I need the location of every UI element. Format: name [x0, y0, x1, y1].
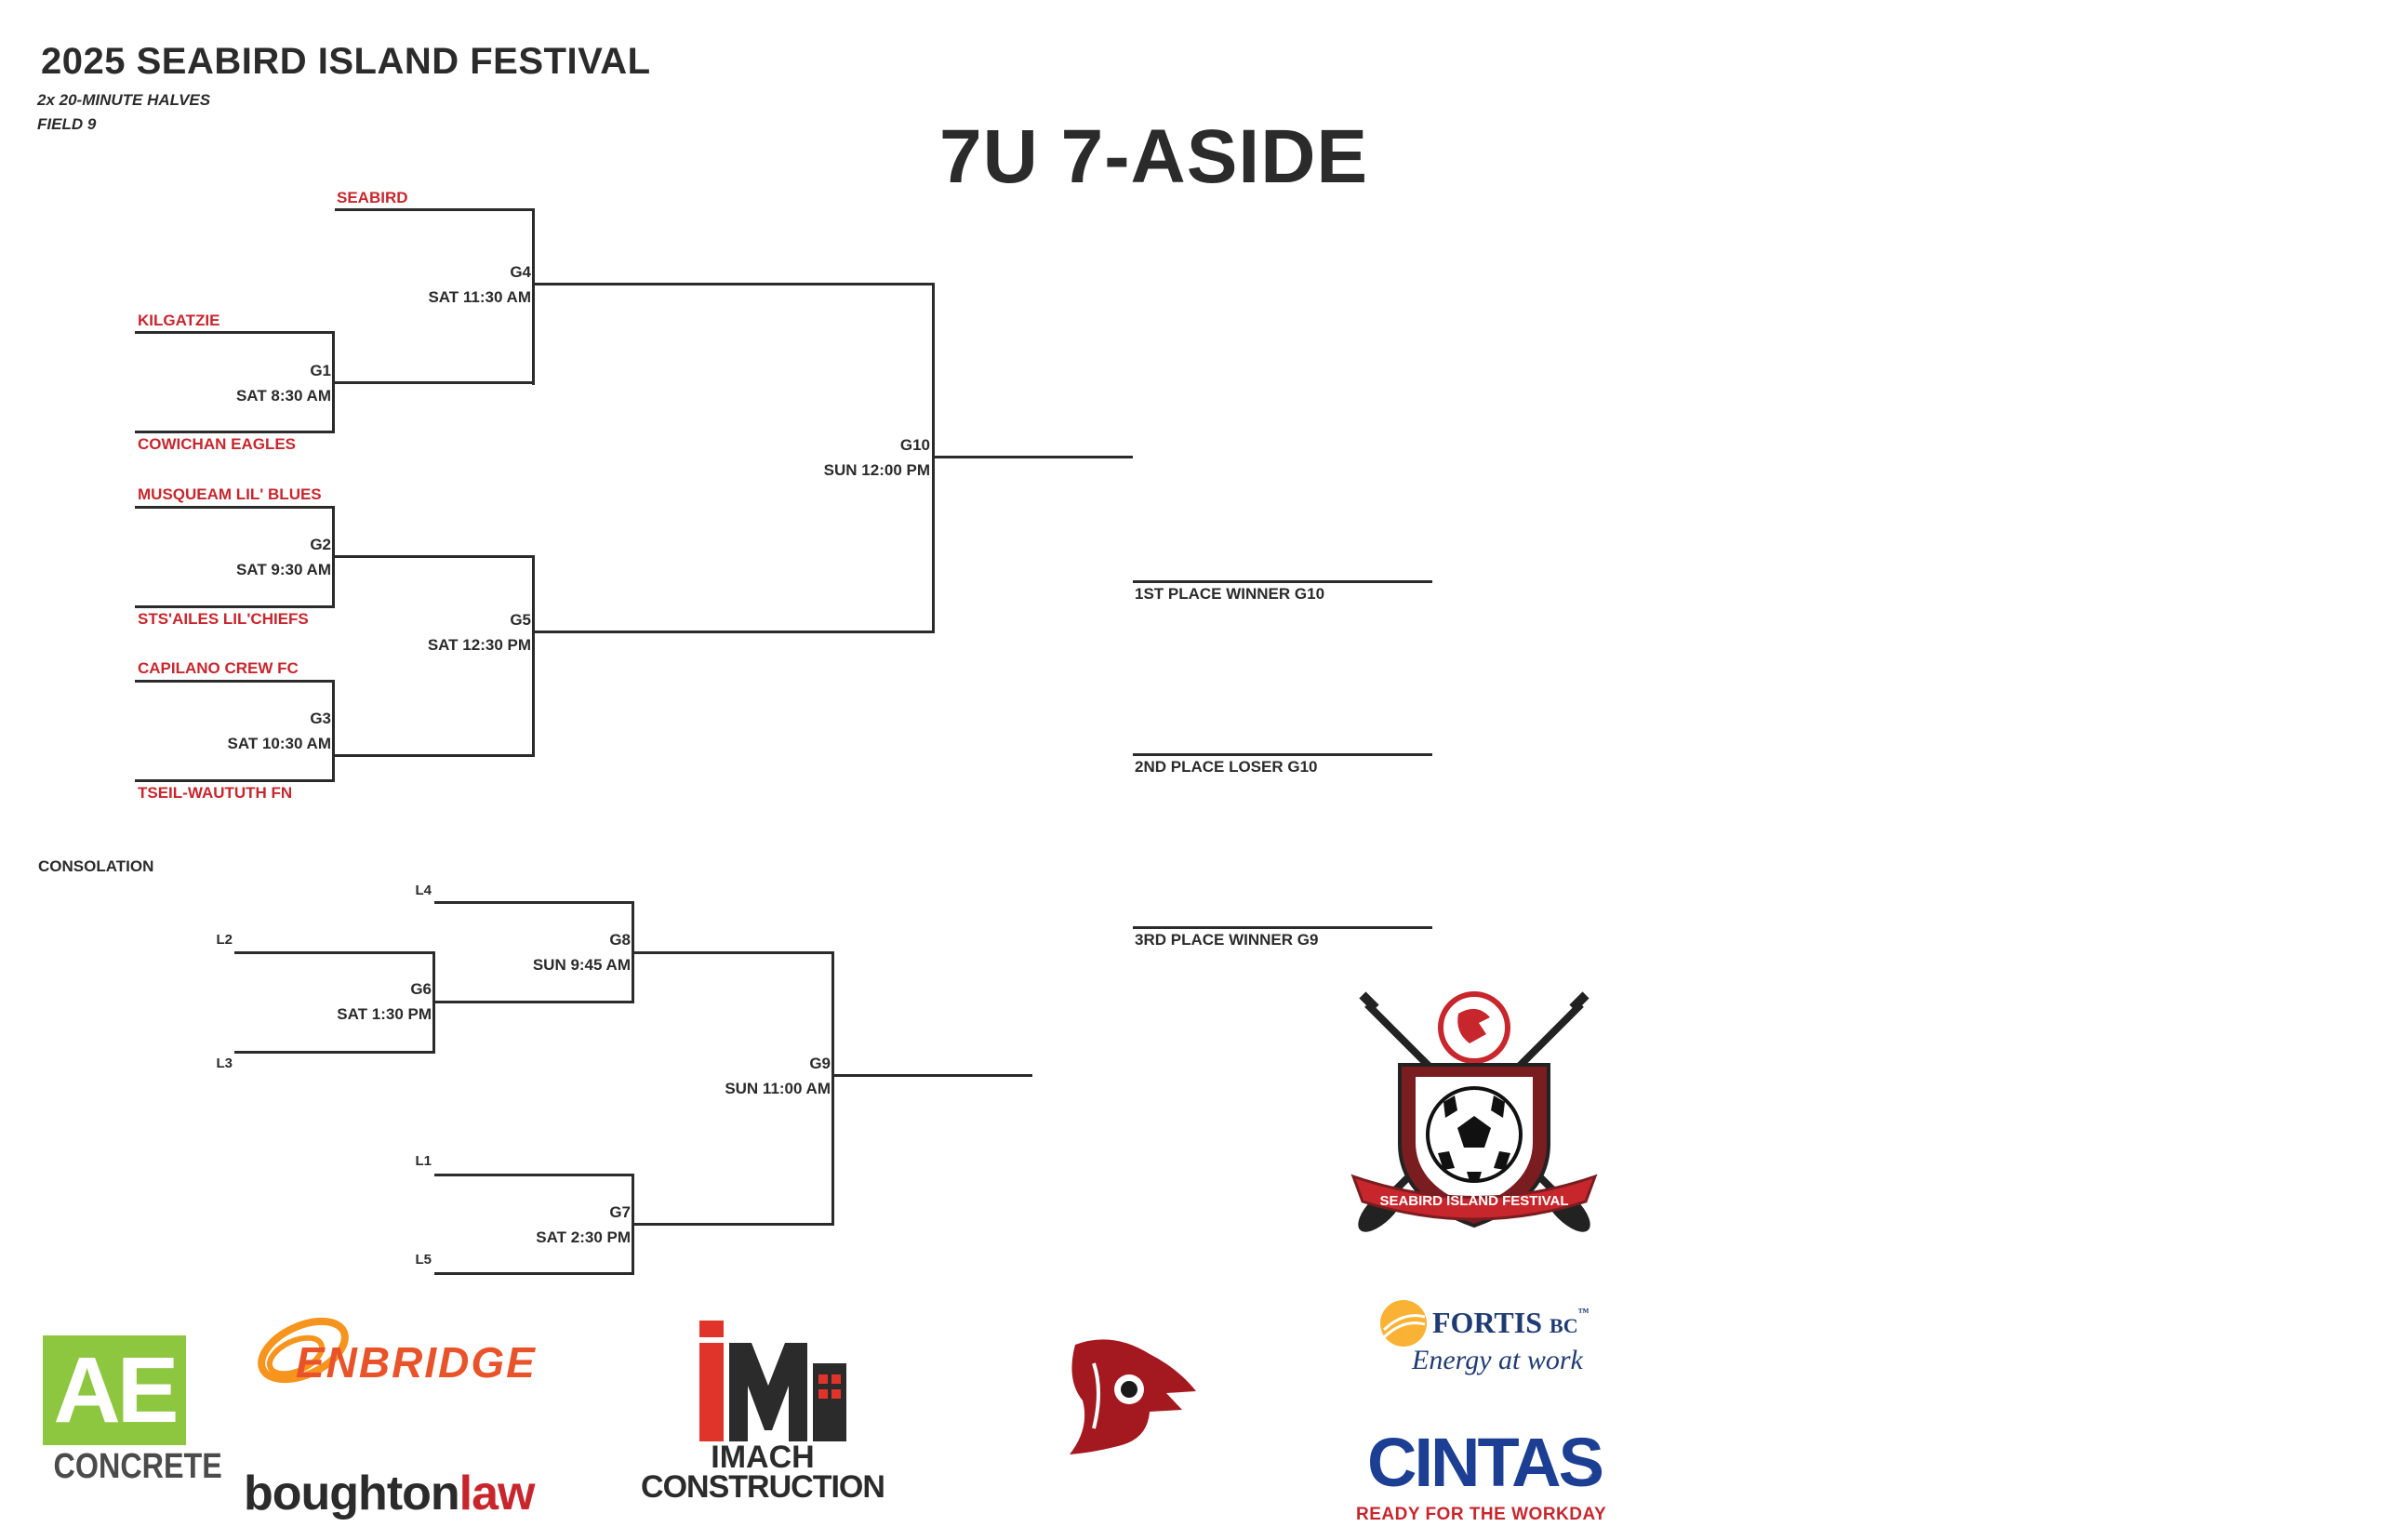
- team-kilgatzie: KILGATZIE: [138, 312, 220, 329]
- enbridge-logo: ENBRIDGE: [247, 1302, 554, 1404]
- slot-l4: L4: [415, 883, 432, 898]
- game-g3-id: G3: [310, 710, 331, 727]
- game-g6-time: SAT 1:30 PM: [337, 1005, 432, 1023]
- fortis-text: FORTIS: [1432, 1306, 1543, 1339]
- law-text: law: [459, 1467, 536, 1520]
- cintas-text: CINTAS: [1367, 1424, 1604, 1501]
- imach-mark-icon: [699, 1321, 846, 1441]
- enbridge-text: ENBRIDGE: [296, 1338, 537, 1387]
- cintas-reg: ®: [1589, 1471, 1600, 1487]
- slot-l3: L3: [216, 1055, 233, 1071]
- game-g7-id: G7: [609, 1203, 631, 1221]
- imach-text: IMACH: [711, 1440, 815, 1475]
- second-place-label: 2ND PLACE LOSER G10: [1135, 758, 1318, 776]
- slot-l1: L1: [415, 1153, 432, 1169]
- slot-l5: L5: [415, 1252, 432, 1268]
- boughton-law-logo: boughtonlaw: [244, 1466, 535, 1521]
- imach-construction-logo: IMACH CONSTRUCTION: [623, 1321, 902, 1507]
- team-stsailes: STS'AILES LIL'CHIEFS: [138, 610, 309, 628]
- fortis-bc-logo: FORTIS BC™ Energy at work: [1377, 1296, 1600, 1380]
- fortis-sun-icon: [1380, 1300, 1427, 1347]
- field-note: FIELD 9: [37, 115, 97, 133]
- team-cowichan-eagles: COWICHAN EAGLES: [138, 435, 296, 453]
- game-g2-time: SAT 9:30 AM: [235, 561, 331, 578]
- team-capilano: CAPILANO CREW FC: [138, 659, 299, 677]
- game-g2-id: G2: [310, 536, 331, 553]
- game-g8-id: G8: [609, 931, 631, 949]
- cintas-logo: CINTAS ® READY FOR THE WORKDAY: [1354, 1423, 1624, 1525]
- division-title: 7U 7-ASIDE: [939, 114, 1369, 199]
- team-seabird: SEABIRD: [337, 189, 408, 206]
- game-g9-id: G9: [809, 1055, 831, 1072]
- ae-mark: AE: [53, 1338, 180, 1442]
- team-tseil-waututh: TSEIL-WAUTUTH FN: [138, 784, 293, 802]
- game-g6-id: G6: [410, 980, 432, 998]
- festival-title: 2025 SEABIRD ISLAND FESTIVAL: [41, 41, 651, 82]
- team-musqueam: MUSQUEAM LIL' BLUES: [138, 485, 322, 503]
- third-place-label: 3RD PLACE WINNER G9: [1135, 931, 1319, 949]
- game-g4-time: SAT 11:30 AM: [428, 288, 531, 306]
- halves-note: 2x 20-MINUTE HALVES: [37, 91, 211, 109]
- game-g4-id: G4: [510, 263, 531, 281]
- game-g7-time: SAT 2:30 PM: [536, 1228, 631, 1246]
- fortis-tm: ™: [1577, 1306, 1590, 1319]
- game-g9-time: SUN 11:00 AM: [725, 1080, 831, 1097]
- consolation-label: CONSOLATION: [38, 857, 154, 875]
- bc-text: BC: [1550, 1314, 1578, 1337]
- game-g8-time: SUN 9:45 AM: [532, 956, 631, 974]
- boughton-text: boughton: [244, 1467, 460, 1520]
- seabird-bird-logo: [1057, 1335, 1196, 1458]
- ae-concrete-logo: AE: [43, 1335, 186, 1445]
- crest-banner-text: SEABIRD ISLAND FESTIVAL: [1379, 1193, 1568, 1209]
- enbridge-swirl-icon: [258, 1317, 349, 1384]
- game-g5-time: SAT 12:30 PM: [427, 636, 531, 654]
- game-g5-id: G5: [510, 611, 531, 629]
- game-g1-id: G1: [310, 362, 331, 379]
- slot-l2: L2: [216, 932, 233, 948]
- game-g10-id: G10: [899, 436, 930, 454]
- game-g10-time: SUN 12:00 PM: [823, 461, 930, 479]
- cintas-tagline: READY FOR THE WORKDAY: [1356, 1505, 1607, 1524]
- festival-crest-logo: SEABIRD ISLAND FESTIVAL: [1339, 986, 1609, 1246]
- fortis-tagline: Energy at work: [1412, 1345, 1583, 1375]
- first-place-label: 1ST PLACE WINNER G10: [1135, 585, 1325, 603]
- construction-text: CONSTRUCTION: [641, 1469, 885, 1505]
- game-g3-time: SAT 10:30 AM: [227, 735, 331, 752]
- game-g1-time: SAT 8:30 AM: [235, 387, 331, 405]
- ae-concrete-text: CONCRETE: [53, 1447, 222, 1486]
